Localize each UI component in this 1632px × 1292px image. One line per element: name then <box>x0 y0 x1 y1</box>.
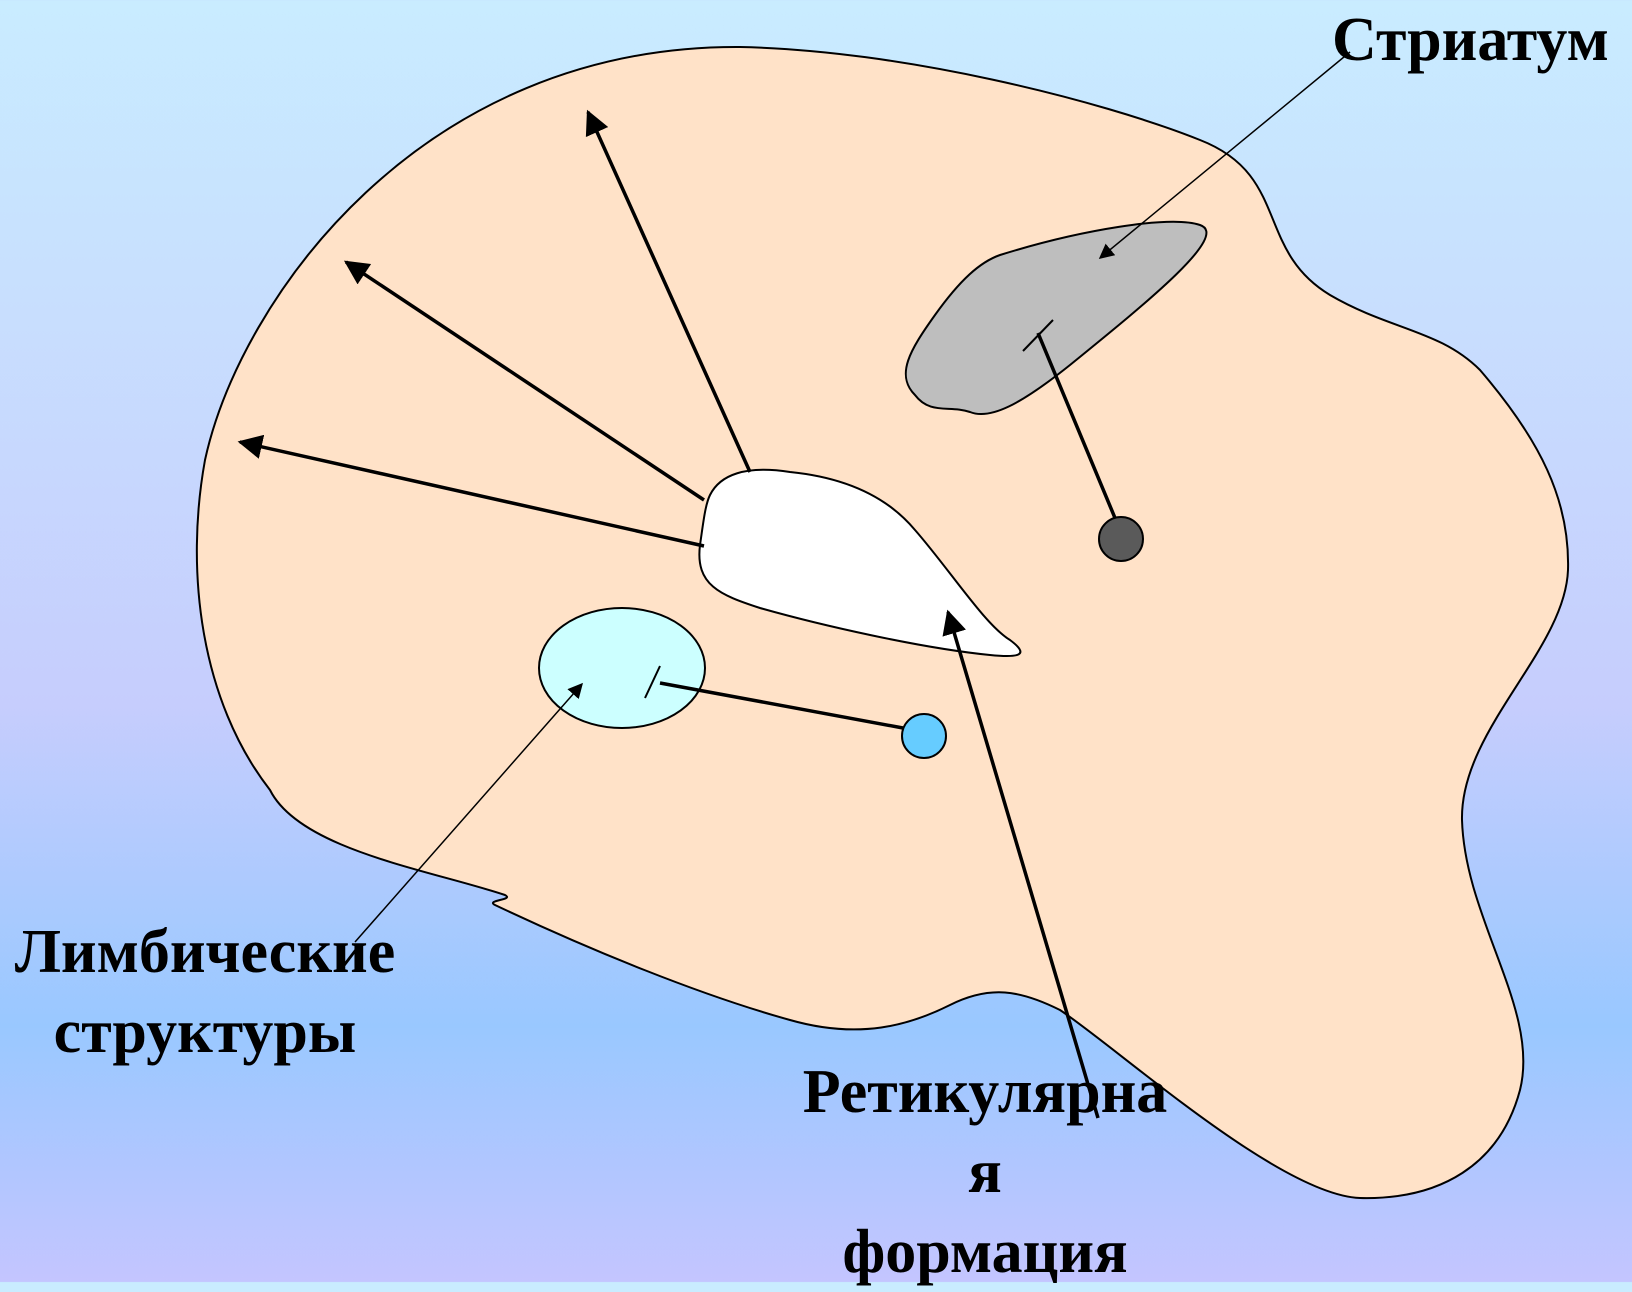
dark-nucleus-dot <box>1099 517 1143 561</box>
reticular-formation-label: Ретикулярна я формация <box>785 1052 1185 1292</box>
limbic-structures-label: Лимбические структуры <box>0 912 410 1072</box>
limbic-region <box>539 608 705 728</box>
limbic-label-line1: Лимбические <box>0 912 410 992</box>
striatum-label: Стриатум <box>1332 0 1609 80</box>
reticular-label-line2: я <box>785 1132 1185 1212</box>
reticular-label-line3: формация <box>785 1212 1185 1292</box>
reticular-label-line1: Ретикулярна <box>785 1052 1185 1132</box>
blue-nucleus-dot <box>902 714 946 758</box>
limbic-label-line2: структуры <box>0 992 410 1072</box>
